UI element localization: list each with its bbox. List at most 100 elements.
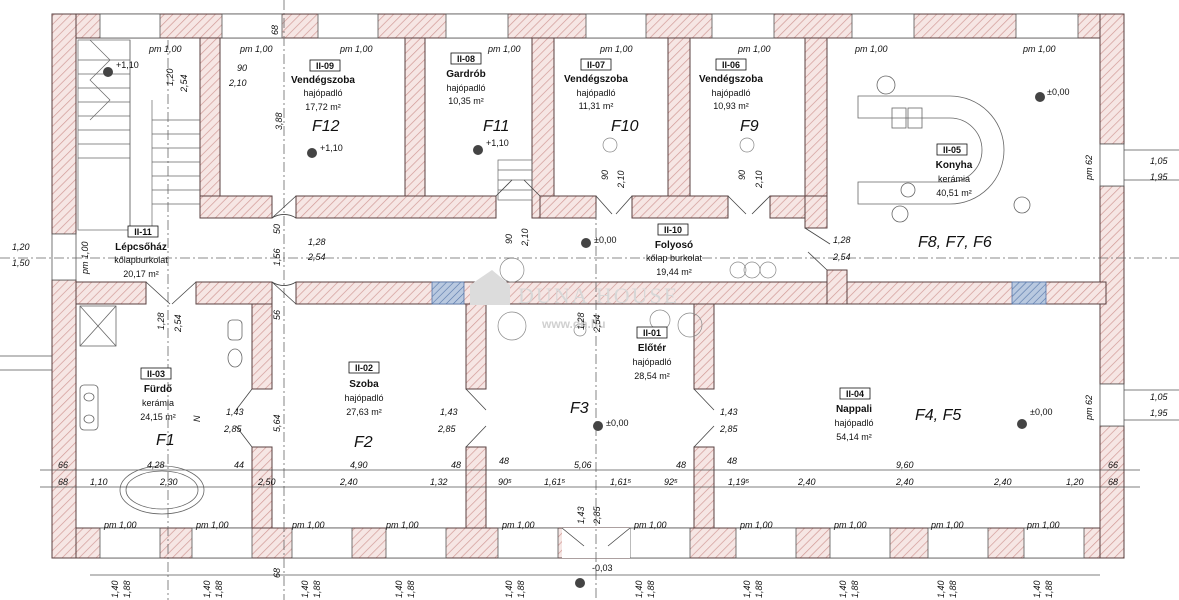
watermark: DUNA HOUSE www.dh.hu (470, 270, 677, 331)
dim-label: 50 (272, 224, 282, 234)
dim-label: 90 (737, 170, 747, 180)
dim-label: 2,10 (228, 78, 247, 88)
room-area: 10,35 m² (448, 96, 484, 106)
corridor-s-wall-3 (295, 281, 1107, 305)
window (221, 13, 283, 39)
dim-label: 1,43 (720, 407, 738, 417)
room-floor: hajópadló (446, 83, 485, 93)
window (927, 527, 989, 559)
dim-label: 1,61⁵ (610, 477, 632, 487)
room-label-II-04: II-04 Nappali hajópadló 54,14 m² (834, 387, 874, 442)
window (291, 527, 353, 559)
corridor-n-wall-4 (631, 195, 729, 219)
room-floor: kőlapburkolat (114, 255, 168, 265)
window (51, 233, 77, 281)
dim-label: 1,40 (504, 580, 514, 598)
watermark-logo (470, 270, 510, 305)
room-label-II-03: II-03 Fürdő kerámia 24,15 m² (140, 367, 176, 422)
watermark-url: www.dh.hu (541, 317, 606, 331)
sill-label: pm 62 (1084, 395, 1094, 421)
dim-label: 1,95 (1150, 172, 1169, 182)
room-floor: kerámia (938, 174, 970, 184)
window (191, 527, 253, 559)
room-label-II-08: II-08 Gardrób hajópadló 10,35 m² (446, 52, 486, 106)
corridor-s-wall-1 (75, 281, 147, 305)
room-label-II-11: II-11 Lépcsőház kőlapburkolat 20,17 m² (114, 225, 168, 279)
window (851, 13, 915, 39)
dim-label: 1,88 (948, 580, 958, 598)
dim-label: 1,40 (110, 580, 120, 598)
room-floor: hajópadló (303, 88, 342, 98)
wall-room-hall-1 (465, 303, 487, 390)
level-marker (1035, 92, 1045, 102)
room-name: Vendégszoba (699, 74, 763, 85)
dim-label: 2,85 (437, 424, 457, 434)
sill-label: pm 1,00 (1026, 520, 1060, 530)
level-text: -0,03 (592, 563, 613, 573)
dim-label: 2,40 (993, 477, 1012, 487)
dim-label: 68 (270, 25, 280, 35)
dim-label: 1,50 (12, 258, 30, 268)
room-floor: hajópadló (576, 88, 615, 98)
zone-label: F10 (611, 118, 639, 135)
dim-label: 90⁵ (498, 477, 512, 487)
level-marker (307, 148, 317, 158)
wall-guest-wardrobe (404, 37, 426, 219)
dim-label: 1,40 (300, 580, 310, 598)
room-name: Konyha (936, 160, 973, 171)
window (1015, 13, 1079, 39)
stair-treads (78, 59, 200, 205)
dim-label: 1,40 (742, 580, 752, 598)
room-floor: hajópadló (632, 357, 671, 367)
window (497, 527, 559, 559)
level-marker (581, 238, 591, 248)
dim-label: 44 (234, 460, 244, 470)
sill-label: pm 1,00 (501, 520, 535, 530)
room-floor: kerámia (142, 398, 174, 408)
level-marker (575, 578, 585, 588)
room-area: 28,54 m² (634, 371, 670, 381)
dim-label: 1,88 (1044, 580, 1054, 598)
dim-label: 2,54 (832, 252, 851, 262)
room-name: Előtér (638, 343, 666, 354)
wall-stair-guest (199, 37, 221, 219)
zone-label: F8, F7, F6 (918, 234, 992, 251)
dim-label: 1,40 (394, 580, 404, 598)
room-area: 40,51 m² (936, 188, 972, 198)
exterior-lines (0, 149, 1179, 421)
window (1099, 143, 1125, 187)
sill-label: pm 1,00 (737, 44, 771, 54)
dim-label: 90 (237, 63, 247, 73)
room-floor: kőlap burkolat (646, 253, 703, 263)
room-label-II-06: II-06 Vendégszoba hajópadló 10,93 m² (699, 58, 763, 111)
sill-label: pm 1,00 (487, 44, 521, 54)
zone-label: F11 (483, 118, 509, 135)
sill-labels: pm 1,00 pm 1,00 pm 1,00 pm 1,00 pm 1,00 … (80, 44, 1094, 530)
sill-label: pm 1,00 (633, 520, 667, 530)
window (735, 527, 797, 559)
sill-label: pm 1,00 (739, 520, 773, 530)
zone-label: F4, F5 (915, 407, 961, 424)
dim-label: 56 (272, 310, 282, 320)
wall-bath-room-2 (251, 446, 273, 529)
windows (51, 13, 1125, 559)
level-text: ±0,00 (606, 418, 628, 428)
dim-label: 1,28 (576, 312, 586, 330)
north-wall (51, 13, 1103, 39)
east-wall-1 (1099, 13, 1125, 145)
sill-label: pm 1,00 (1022, 44, 1056, 54)
zone-label: F1 (156, 432, 175, 449)
corridor-s-wall-4 (826, 269, 848, 305)
dim-label: 1,20 (1066, 477, 1084, 487)
wall-guest-kitchen (804, 37, 828, 219)
wall-hall-living-2 (693, 446, 715, 529)
dim-label: 1,10 (90, 477, 108, 487)
sill-label: pm 1,00 (239, 44, 273, 54)
room-name: Szoba (349, 379, 379, 390)
dim-label: 1,40 (1032, 580, 1042, 598)
dim-label: 2,50 (257, 477, 276, 487)
dim-label: 2,54 (592, 314, 602, 333)
wall-room-hall-2 (465, 446, 487, 529)
room-name: Folyosó (655, 240, 693, 251)
window (99, 13, 161, 39)
